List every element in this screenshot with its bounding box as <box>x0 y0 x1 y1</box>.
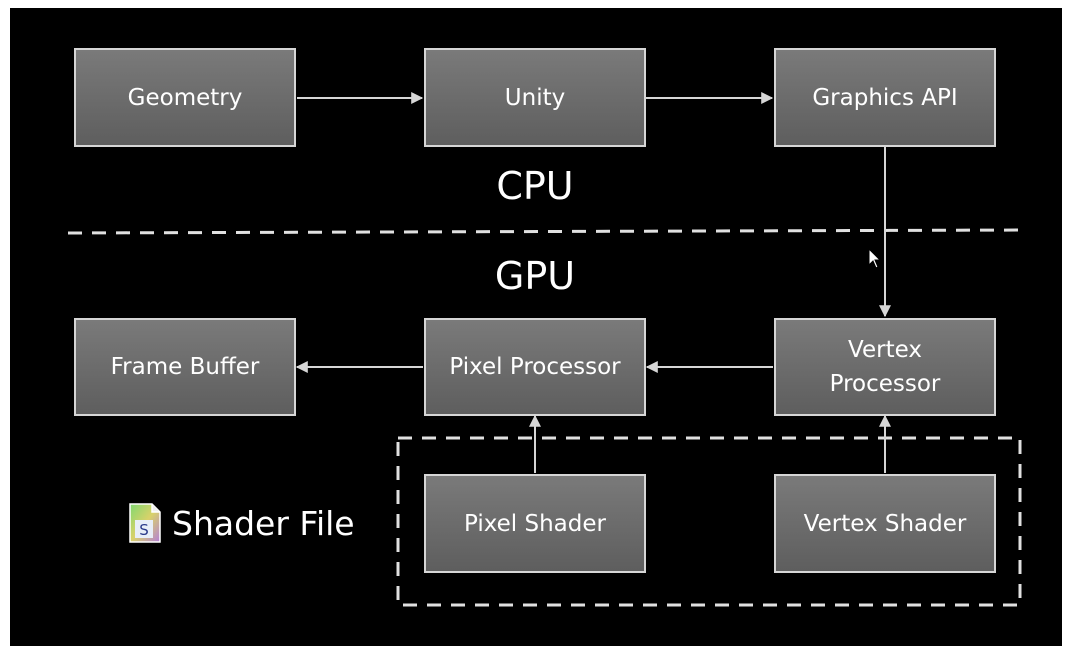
cpu-label: CPU <box>496 164 574 208</box>
vertex-processor-box: Vertex Processor <box>774 318 996 416</box>
frame-buffer-box: Frame Buffer <box>74 318 296 416</box>
diagram-slide: Geometry Unity Graphics API CPU GPU Fram… <box>10 8 1062 646</box>
graphics-api-box: Graphics API <box>774 48 996 147</box>
shader-file-legend: S Shader File <box>128 502 355 544</box>
vertex-shader-box: Vertex Shader <box>774 474 996 573</box>
mouse-cursor-icon <box>868 248 882 269</box>
shader-file-icon: S <box>129 503 161 543</box>
unity-box: Unity <box>424 48 646 147</box>
shader-file-label: Shader File <box>172 503 355 543</box>
pixel-processor-box: Pixel Processor <box>424 318 646 416</box>
shader-file-region <box>396 436 1022 607</box>
pixel-shader-box: Pixel Shader <box>424 474 646 573</box>
connector-layer <box>67 92 1025 607</box>
geometry-box: Geometry <box>74 48 296 147</box>
cpu-gpu-divider <box>67 228 1025 235</box>
gpu-label: GPU <box>494 254 576 298</box>
file-icon-letter: S <box>139 521 149 539</box>
